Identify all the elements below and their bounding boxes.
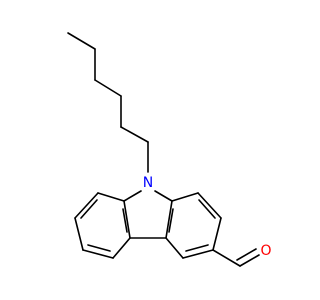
bond [87,244,111,252]
bond [123,200,131,239]
nitrogen-atom-label: N [143,175,153,191]
chemical-structure-diagram: N O [67,32,272,267]
heptyl-chain [67,32,149,173]
bond [185,244,209,252]
bond [239,254,260,267]
bond [94,79,122,97]
bond [74,217,84,251]
pyrrole-ring [123,190,173,239]
bond [165,237,184,259]
bond [122,208,128,233]
bond [198,199,216,219]
bond [120,126,149,143]
bond [67,32,96,50]
bond [154,190,173,202]
bond [197,192,222,219]
bond [182,249,214,259]
bond [171,192,199,202]
left-benzene-ring [74,192,131,259]
right-benzene-ring [165,192,222,259]
bond [165,200,173,239]
bond [168,208,174,233]
oxygen-atom-label: O [260,243,271,259]
bond [123,190,142,202]
bond [212,217,222,251]
bond [97,192,125,202]
bond [80,199,98,219]
aldehyde-group [212,248,260,267]
bond [82,249,114,259]
bond [212,249,241,267]
bond [112,237,131,259]
bond [236,248,257,261]
bond [74,192,99,219]
